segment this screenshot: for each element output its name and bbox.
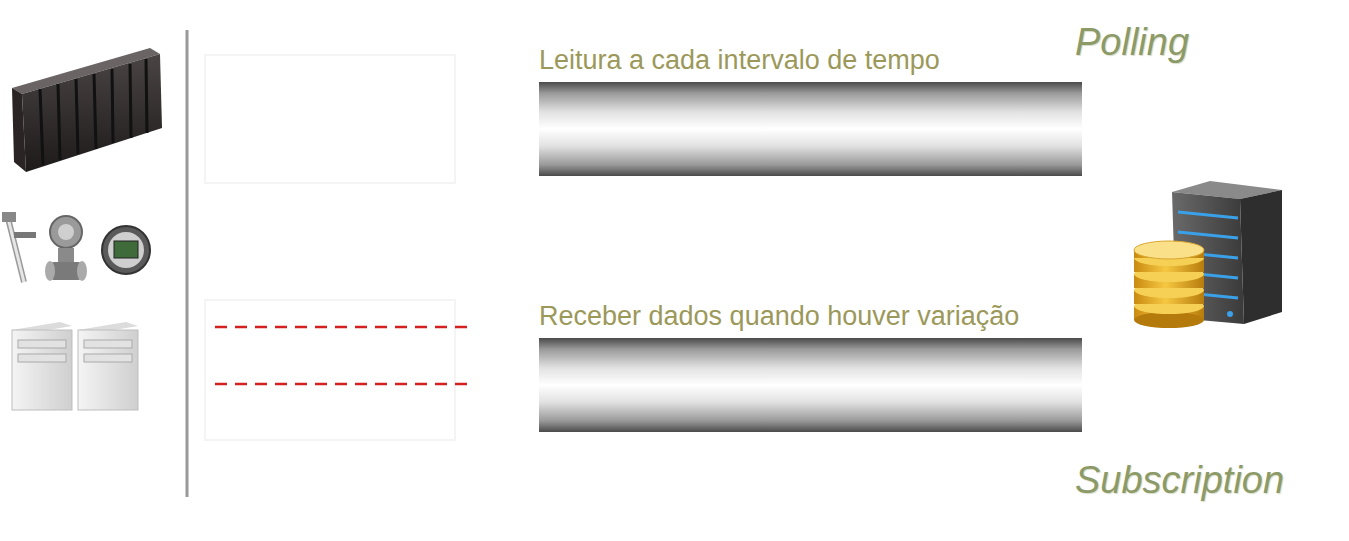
server-icons	[12, 322, 138, 410]
pipe-shape	[539, 82, 1082, 176]
dashed-line	[215, 383, 475, 386]
database-server-icon	[1134, 181, 1282, 328]
pipe-caption: Receber dados quando houver variação	[539, 300, 1082, 338]
pipe-band: Leitura a cada intervalo de tempo	[539, 44, 1082, 176]
dashed-line	[215, 326, 475, 329]
mode-label: Subscription	[1075, 458, 1284, 502]
faint-panel	[205, 55, 455, 183]
faint-panel	[205, 300, 455, 440]
mode-label: Polling	[1075, 20, 1189, 64]
divider-line	[186, 30, 189, 497]
instrument-icons	[2, 212, 150, 282]
pipe-shape	[539, 338, 1082, 432]
rack-icon	[12, 48, 162, 172]
pipe-band: Receber dados quando houver variação	[539, 300, 1082, 432]
pipe-caption: Leitura a cada intervalo de tempo	[539, 44, 1082, 82]
